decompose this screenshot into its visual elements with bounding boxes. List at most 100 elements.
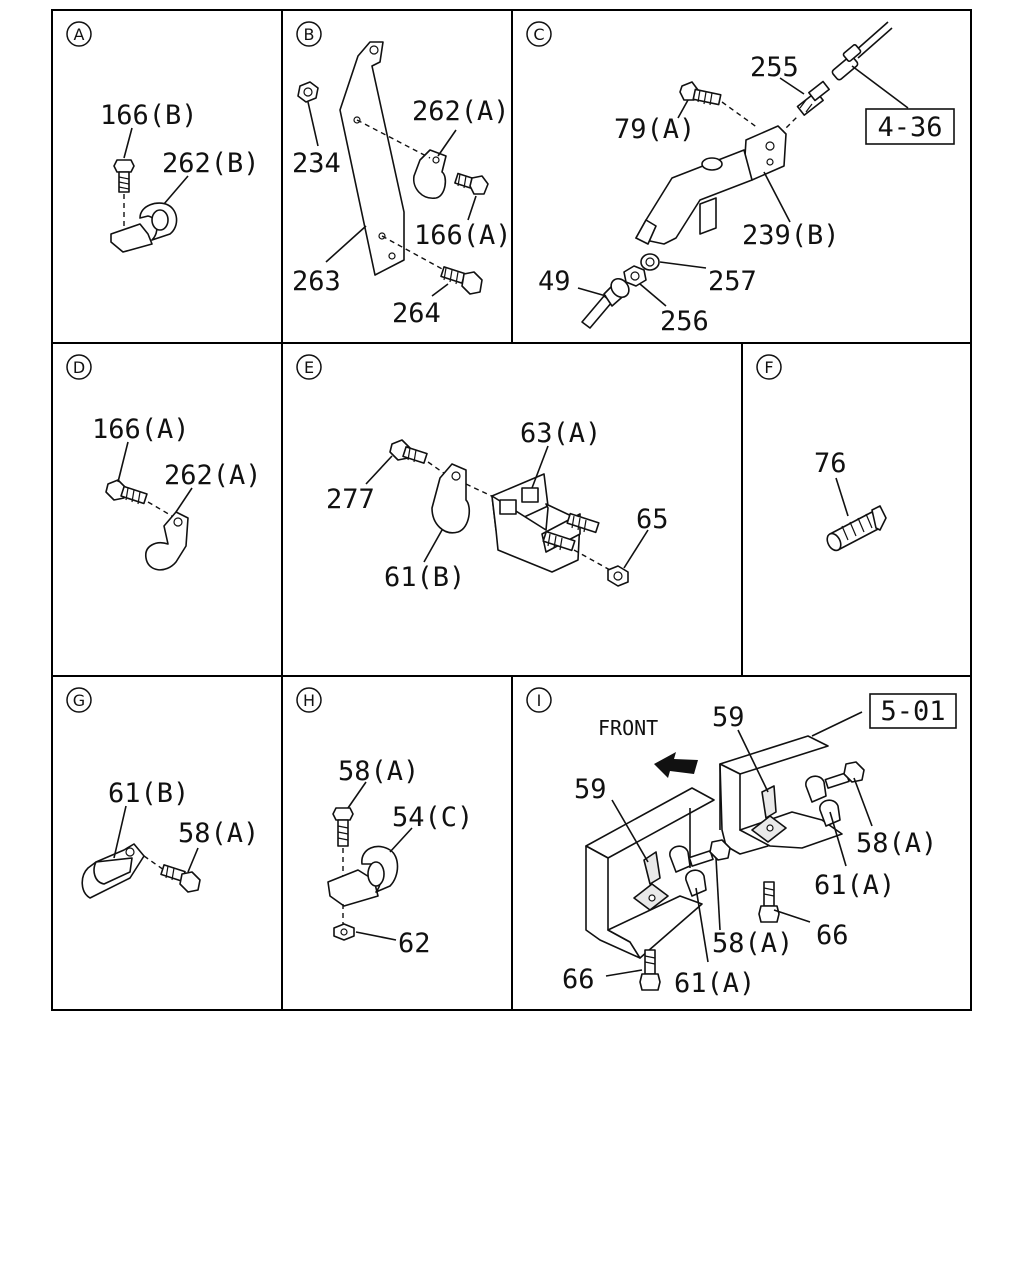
panel-f-letter-marker: F bbox=[756, 354, 782, 380]
leader-59-right bbox=[737, 729, 769, 793]
leader-257 bbox=[659, 261, 707, 269]
bracket-63a-part bbox=[491, 473, 581, 573]
clamp-61b-part-e bbox=[431, 463, 471, 534]
callout-166b: 166(B) bbox=[100, 100, 198, 131]
panel-e-letter-marker: E bbox=[296, 354, 322, 380]
callout-263: 263 bbox=[292, 266, 341, 297]
leader-166b bbox=[123, 127, 133, 159]
callout-54c: 54(C) bbox=[392, 802, 473, 833]
panel-c-letter: C bbox=[533, 25, 544, 44]
clip-59-right-part bbox=[751, 785, 787, 843]
reference-4-36: 4-36 bbox=[877, 112, 942, 143]
panel-h: H 58(A) 54(C) 62 bbox=[296, 687, 473, 959]
callout-63a: 63(A) bbox=[520, 418, 601, 449]
callout-255: 255 bbox=[750, 52, 799, 83]
leader-58a-right bbox=[853, 777, 873, 827]
bolt-277-part bbox=[389, 439, 428, 464]
panel-g-letter: G bbox=[73, 691, 85, 710]
panel-c: C bbox=[526, 21, 955, 337]
callout-58a-g: 58(A) bbox=[178, 818, 259, 849]
panel-g-letter-marker: G bbox=[66, 687, 92, 713]
panel-f-letter: F bbox=[764, 358, 773, 377]
panel-f: F 76 bbox=[756, 354, 887, 552]
clip-59-left-part bbox=[633, 851, 669, 911]
leader-166a-b bbox=[467, 195, 477, 221]
callout-234: 234 bbox=[292, 148, 341, 179]
studs-part bbox=[542, 512, 600, 552]
front-direction-label: FRONT bbox=[598, 716, 658, 740]
leader-61b-e bbox=[423, 529, 443, 563]
bolt-166a-part-d bbox=[105, 479, 148, 505]
callout-61b-e: 61(B) bbox=[384, 562, 465, 593]
reference-box-4-36 bbox=[865, 108, 955, 145]
leader-61a-right bbox=[829, 811, 847, 867]
panel-c-letter-marker: C bbox=[526, 21, 552, 47]
callout-76: 76 bbox=[814, 448, 847, 479]
leader-66-left bbox=[605, 969, 643, 977]
callout-262a-d: 262(A) bbox=[164, 460, 262, 491]
bolt-66-left-part bbox=[639, 949, 661, 991]
panel-d-letter-marker: D bbox=[66, 354, 92, 380]
cable-end-part bbox=[831, 21, 893, 81]
callout-262a-b: 262(A) bbox=[412, 96, 510, 127]
panel-a-letter-marker: A bbox=[66, 21, 92, 47]
callout-66-left: 66 bbox=[562, 964, 595, 995]
clamp-262a-part bbox=[412, 149, 447, 199]
leader-234 bbox=[307, 101, 319, 147]
callout-264: 264 bbox=[392, 298, 441, 329]
dash-264 bbox=[381, 235, 445, 271]
panel-b: B bbox=[292, 21, 512, 329]
bolt-58a-left-part bbox=[688, 839, 731, 867]
bushing-257-part bbox=[640, 253, 660, 271]
callout-61b-g: 61(B) bbox=[108, 778, 189, 809]
callout-65: 65 bbox=[636, 504, 669, 535]
cable-joint-255-part bbox=[796, 80, 830, 116]
panel-e: E bbox=[296, 354, 669, 593]
callout-166a-d: 166(A) bbox=[92, 414, 190, 445]
panel-e-letter: E bbox=[304, 358, 314, 377]
leader-5-01 bbox=[811, 711, 863, 737]
dash-166a-d bbox=[147, 501, 173, 517]
clamp-262b-part bbox=[110, 202, 178, 253]
callout-59-left: 59 bbox=[574, 774, 607, 805]
callout-49: 49 bbox=[538, 266, 571, 297]
panel-d: D 166(A) 262(A) bbox=[66, 354, 262, 571]
bolt-58a-part-g bbox=[160, 864, 201, 893]
leader-277 bbox=[365, 455, 393, 485]
callout-79a: 79(A) bbox=[614, 114, 695, 145]
panel-i: I FRONT bbox=[526, 687, 957, 999]
panel-b-letter: B bbox=[304, 25, 315, 44]
leader-63a bbox=[531, 445, 549, 489]
leader-263 bbox=[325, 225, 367, 263]
callout-239b: 239(B) bbox=[742, 220, 840, 251]
panel-g: G 61(B) 58(A) bbox=[66, 687, 259, 899]
panel-h-letter: H bbox=[303, 691, 315, 710]
clamp-262a-part-d bbox=[145, 511, 189, 571]
dash-262a bbox=[356, 119, 431, 159]
leader-262a-d bbox=[175, 487, 193, 513]
leader-58a-h bbox=[347, 781, 367, 809]
dash-58a-g bbox=[143, 855, 165, 871]
reference-5-01: 5-01 bbox=[880, 696, 945, 727]
leader-79a bbox=[677, 99, 689, 119]
bolt-66-right-part bbox=[758, 881, 780, 923]
callout-262b: 262(B) bbox=[162, 148, 260, 179]
callout-166a-b: 166(A) bbox=[414, 220, 512, 251]
leader-76 bbox=[835, 477, 849, 517]
front-arrow-icon bbox=[654, 752, 698, 778]
pin-49-part bbox=[581, 277, 630, 329]
leader-58a-g bbox=[187, 847, 199, 873]
leader-264 bbox=[431, 283, 449, 297]
leader-54c bbox=[389, 827, 413, 853]
clamps-61a-left-part bbox=[669, 845, 707, 897]
callout-61a-right: 61(A) bbox=[814, 870, 895, 901]
dash-79a bbox=[721, 101, 759, 129]
callout-61a-left: 61(A) bbox=[674, 968, 755, 999]
bolt-166a-part-b bbox=[454, 172, 489, 195]
bolt-79a-part bbox=[679, 81, 722, 106]
panel-b-letter-marker: B bbox=[296, 21, 322, 47]
leader-65 bbox=[623, 529, 649, 569]
bracket-239b-part bbox=[635, 125, 787, 245]
leader-49 bbox=[577, 287, 607, 297]
